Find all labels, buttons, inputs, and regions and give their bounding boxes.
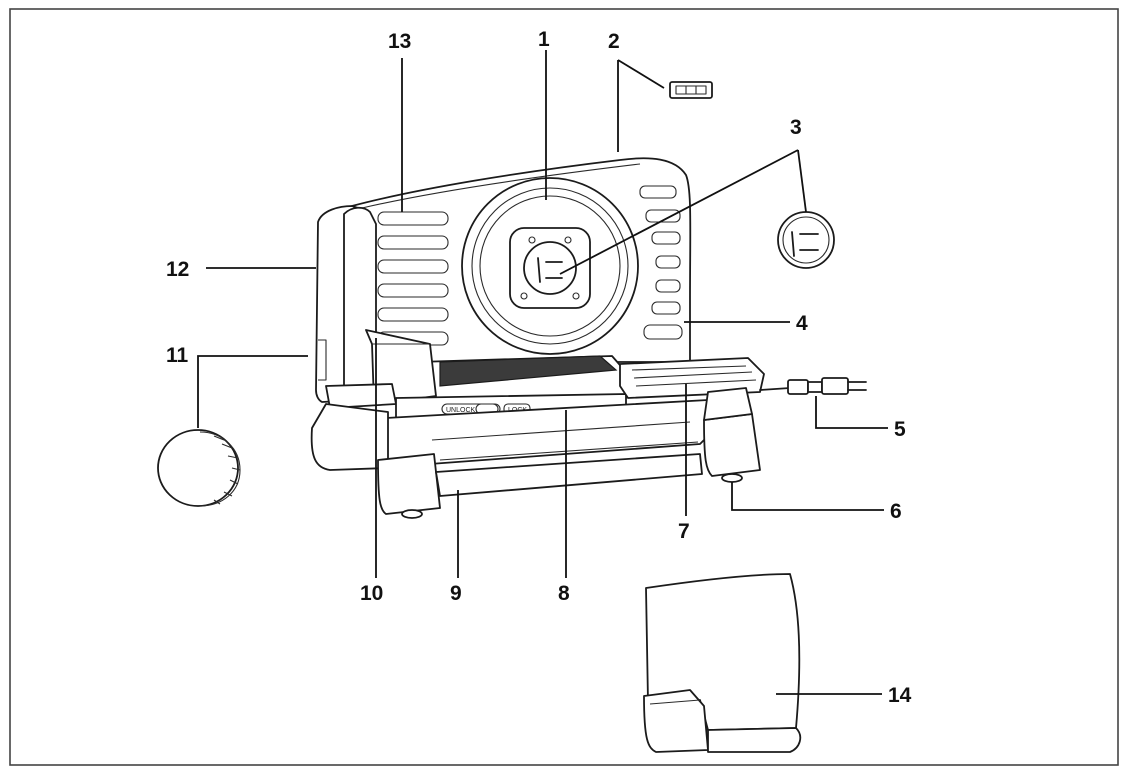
slicer-body: UNLOCK LOCK [310, 157, 867, 519]
right-vent-slots [639, 185, 683, 340]
callout-numbers: 1 2 3 4 5 6 7 8 9 10 11 12 13 14 [166, 28, 912, 707]
callout-12: 12 [166, 258, 189, 281]
callout-5: 5 [894, 418, 906, 441]
callout-6: 6 [890, 500, 902, 523]
callout-9: 9 [450, 582, 462, 605]
thickness-knob-detail [157, 429, 241, 507]
callout-4: 4 [796, 312, 808, 335]
left-ledge [325, 383, 397, 409]
housing-top-edge [361, 163, 641, 209]
switch-unlock-label: UNLOCK [446, 407, 476, 414]
callout-11: 11 [166, 344, 189, 367]
callout-1: 1 [538, 28, 550, 51]
callout-3: 3 [790, 116, 802, 139]
leader-lines [197, 50, 888, 695]
left-front-column [343, 206, 377, 399]
right-foot [703, 413, 761, 477]
callout-2: 2 [608, 30, 620, 53]
knob-mount [318, 339, 327, 381]
left-vent-slots [377, 211, 449, 346]
switch-detail [669, 81, 713, 99]
slice-deflector [619, 357, 765, 399]
callout-14: 14 [888, 684, 912, 707]
callout-7: 7 [678, 520, 690, 543]
base-frame [310, 387, 761, 519]
crumb-tray [435, 453, 703, 497]
power-cord [759, 377, 867, 395]
food-carriage: UNLOCK LOCK [325, 329, 627, 425]
left-base-foot [310, 403, 389, 471]
callout-13: 13 [388, 30, 411, 53]
grip-surface [439, 355, 618, 387]
front-left-foot [377, 453, 441, 515]
callout-10: 10 [360, 582, 383, 605]
outer-frame [9, 8, 1119, 766]
blade [461, 177, 639, 355]
hub-detail [777, 211, 835, 269]
callout-8: 8 [558, 582, 570, 605]
food-holder [643, 573, 802, 753]
